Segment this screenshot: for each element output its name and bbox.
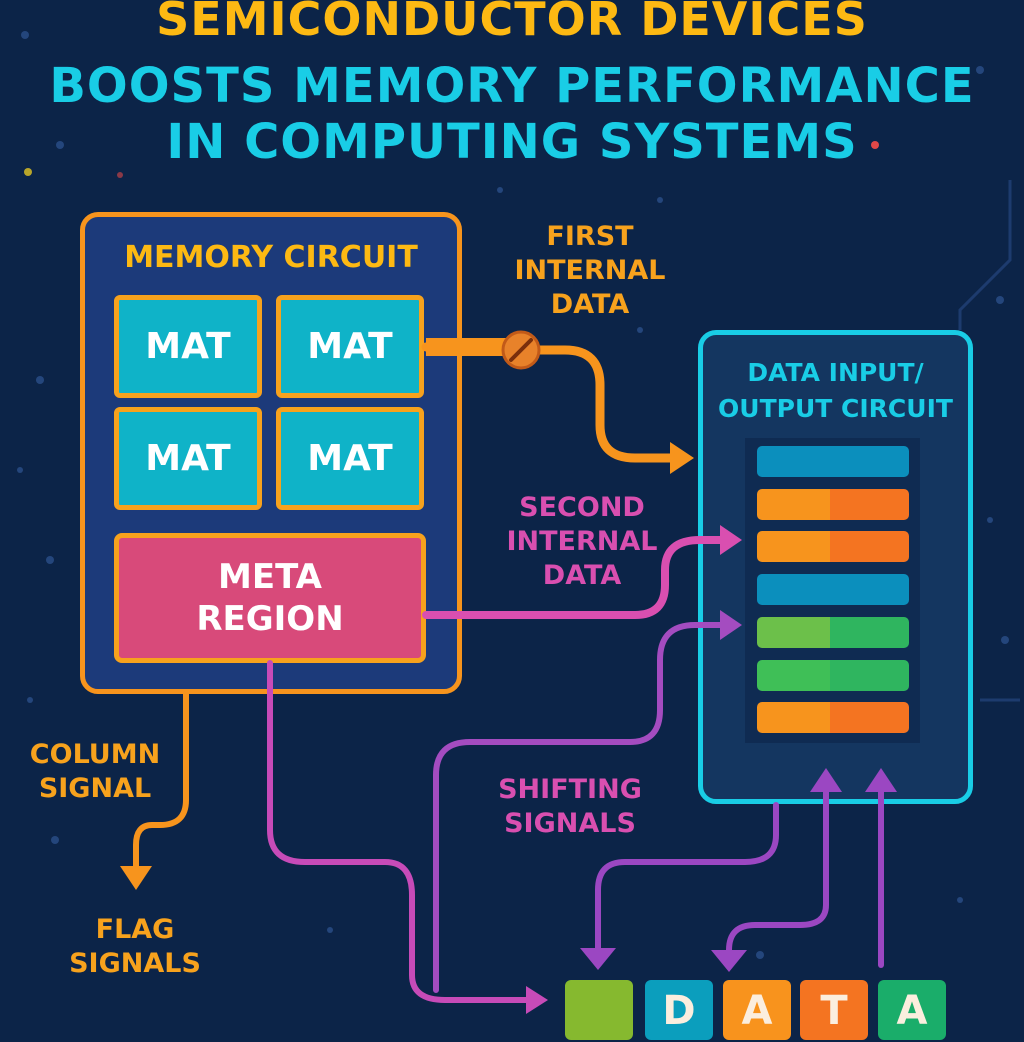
memory-circuit-label: MEMORY CIRCUIT xyxy=(124,240,418,275)
data-block xyxy=(565,980,633,1040)
column-signal-arrow xyxy=(133,691,189,871)
meta-line-2: REGION xyxy=(196,599,344,639)
flag-signals-label: FLAG SIGNALS xyxy=(45,913,225,981)
label-line: SIGNALS xyxy=(69,948,201,979)
title-line-3: IN COMPUTING SYSTEMS xyxy=(166,114,858,170)
column-signal-label: COLUMN SIGNAL xyxy=(10,738,180,806)
io-register-bar xyxy=(757,531,909,562)
data-block: D xyxy=(645,980,713,1040)
data-block: T xyxy=(800,980,868,1040)
shifting-signals-label: SHIFTING SIGNALS xyxy=(480,773,660,841)
label-line: DATA xyxy=(550,289,630,320)
second-internal-data-label: SECOND INTERNAL DATA xyxy=(492,491,672,593)
io-register-bar xyxy=(757,489,909,520)
label-line: INTERNAL xyxy=(506,526,658,557)
label-line: COLUMN xyxy=(29,739,161,770)
io-register-bar xyxy=(757,617,909,648)
first-internal-data-arrow xyxy=(421,342,677,463)
mat-block: MAT xyxy=(276,407,424,510)
io-register-bar xyxy=(757,574,909,605)
data-to-io-arrow xyxy=(726,787,829,955)
title-line-2: BOOSTS MEMORY PERFORMANCE xyxy=(49,58,975,114)
label-line: SECOND xyxy=(519,492,645,523)
io-to-data-arrow xyxy=(595,802,779,953)
io-label-line-2: OUTPUT CIRCUIT xyxy=(718,394,953,423)
label-line: DATA xyxy=(542,560,622,591)
data-block: A xyxy=(878,980,946,1040)
label-line: FIRST xyxy=(546,221,634,252)
meta-to-data-arrow xyxy=(267,660,531,1003)
meta-line-1: META xyxy=(218,557,322,597)
label-line: SIGNAL xyxy=(38,773,152,804)
first-internal-data-label: FIRST INTERNAL DATA xyxy=(500,220,680,322)
shifting-signals-arrow xyxy=(433,622,725,993)
label-line: INTERNAL xyxy=(514,255,666,286)
title-line-1: SEMICONDUCTOR DEVICES xyxy=(156,0,868,46)
io-register-bar xyxy=(757,702,909,733)
mat-block: MAT xyxy=(276,295,424,398)
label-line: FLAG xyxy=(95,914,175,945)
mat-block: MAT xyxy=(114,295,262,398)
io-register-bar xyxy=(757,446,909,477)
io-register-bar xyxy=(757,660,909,691)
io-circuit-label: DATA INPUT/ OUTPUT CIRCUIT xyxy=(698,355,973,427)
second-internal-data-arrow xyxy=(422,536,726,619)
data-block: A xyxy=(723,980,791,1040)
io-label-line-1: DATA INPUT/ xyxy=(747,358,924,387)
label-line: SIGNALS xyxy=(504,808,636,839)
mat-block: MAT xyxy=(114,407,262,510)
label-line: SHIFTING xyxy=(498,774,642,805)
